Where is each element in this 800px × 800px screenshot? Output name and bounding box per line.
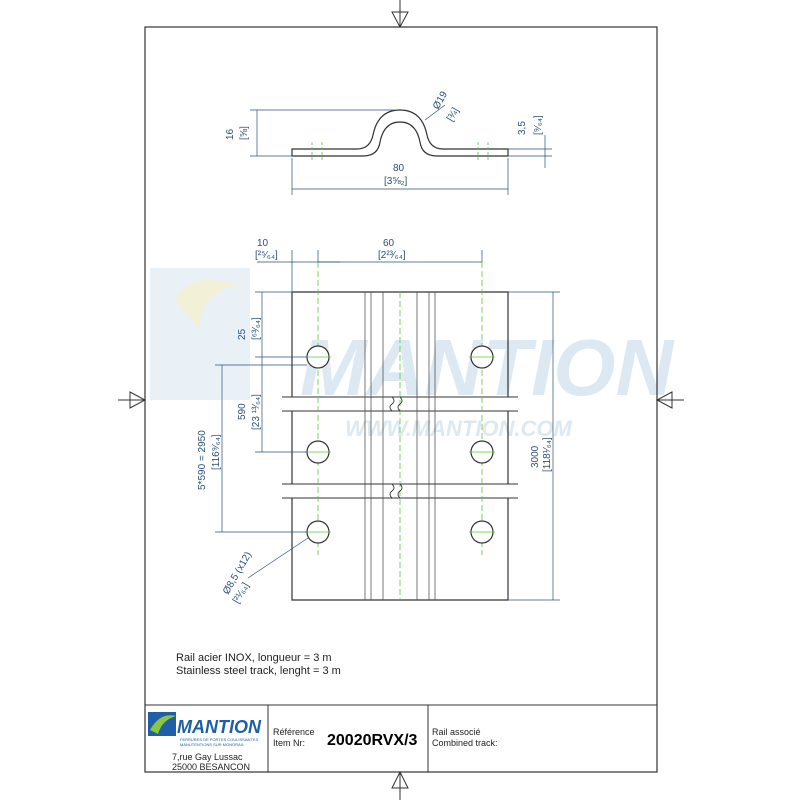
plan-view: 10 [²⁵⁄₆₄] 60 [2²³⁄₆₄] 25 [⁶³⁄₆₄] 590 [2…: [197, 238, 560, 606]
left-center-arrow: [118, 391, 147, 409]
watermark-name: MANTION: [300, 323, 676, 412]
note-french: Rail acier INOX, longueur = 3 m: [176, 652, 332, 664]
first-hole-label: 25: [237, 328, 248, 340]
pitch-label: 590: [237, 403, 248, 420]
profile-thickness-label: 3,5: [517, 121, 528, 135]
top-center-arrow: [391, 0, 409, 29]
hole-cross-marks: [305, 356, 495, 533]
profile-diameter-label: Ø19: [431, 89, 450, 111]
break-symbols: [389, 396, 403, 499]
reference-label-fr: Référence: [273, 727, 315, 737]
hole-spacing-label: 60: [383, 238, 395, 249]
centering-marks: [118, 0, 684, 800]
first-hole-frac: [⁶³⁄₆₄]: [251, 317, 262, 340]
profile-dimension-lines: [250, 104, 552, 195]
logo-tagline-2: MANUTENTIONS SUR MONORAIL: [180, 742, 245, 747]
logo-tagline-1: FERRURES DE PORTES COULISSANTES: [180, 737, 258, 742]
logo-swoosh-icon: [150, 715, 176, 734]
associated-track-label-en: Combined track:: [432, 738, 498, 748]
mantion-logo: MANTION FERRURES DE PORTES COULISSANTES …: [148, 712, 262, 747]
profile-width-frac: [3⅝₂]: [384, 176, 408, 187]
profile-height-label: 16: [225, 128, 236, 140]
profile-diameter-frac: [¾]: [445, 106, 462, 124]
edge-offset-label: 10: [257, 238, 269, 249]
watermark: MANTION WWW.MANTION.COM: [150, 268, 676, 441]
title-block: MANTION FERRURES DE PORTES COULISSANTES …: [145, 704, 657, 772]
edge-offset-frac: [²⁵⁄₆₄]: [255, 250, 278, 261]
hole-centerlines: [317, 262, 483, 555]
hole-spacing-frac: [2²³⁄₆₄]: [378, 250, 406, 261]
watermark-logo-swoosh: [150, 268, 250, 400]
profile-width-label: 80: [393, 163, 405, 174]
track-bend-lines: [364, 292, 436, 600]
total-pitch-label: 5*590 = 2950: [197, 430, 208, 490]
watermark-logo-arc: [175, 280, 240, 330]
reference-label-en: Item Nr:: [273, 738, 305, 748]
item-reference: 20020RVX/3: [327, 732, 418, 749]
associated-track-label-fr: Rail associé: [432, 727, 481, 737]
profile-hole-centerlines: [311, 142, 489, 162]
bottom-center-arrow: [391, 770, 409, 800]
pitch-frac: [23 ¹³⁄₆₄]: [251, 394, 262, 430]
profile-view: 16 [⅝] Ø19 [¾] 3,5 [⁹⁄₆₄] 80 [3⅝₂]: [225, 89, 552, 195]
plan-dimension-lines: [215, 250, 560, 601]
profile-height-frac: [⅝]: [239, 126, 250, 140]
length-label: 3000: [530, 445, 541, 468]
profile-thickness-frac: [⁹⁄₆₄]: [533, 115, 544, 135]
length-frac: [118¹⁄₆₄]: [542, 437, 553, 472]
total-pitch-frac: [116⁹⁄₆₄]: [211, 434, 222, 470]
note-english: Stainless steel track, lenght = 3 m: [176, 665, 341, 677]
watermark-url: WWW.MANTION.COM: [345, 416, 573, 441]
address-line-1: 7,rue Gay Lussac: [172, 752, 243, 762]
profile-outline: [291, 109, 509, 157]
right-center-arrow: [655, 391, 684, 409]
logo-brand: MANTION: [177, 717, 262, 737]
address-line-2: 25000 BESANCON: [172, 762, 250, 772]
